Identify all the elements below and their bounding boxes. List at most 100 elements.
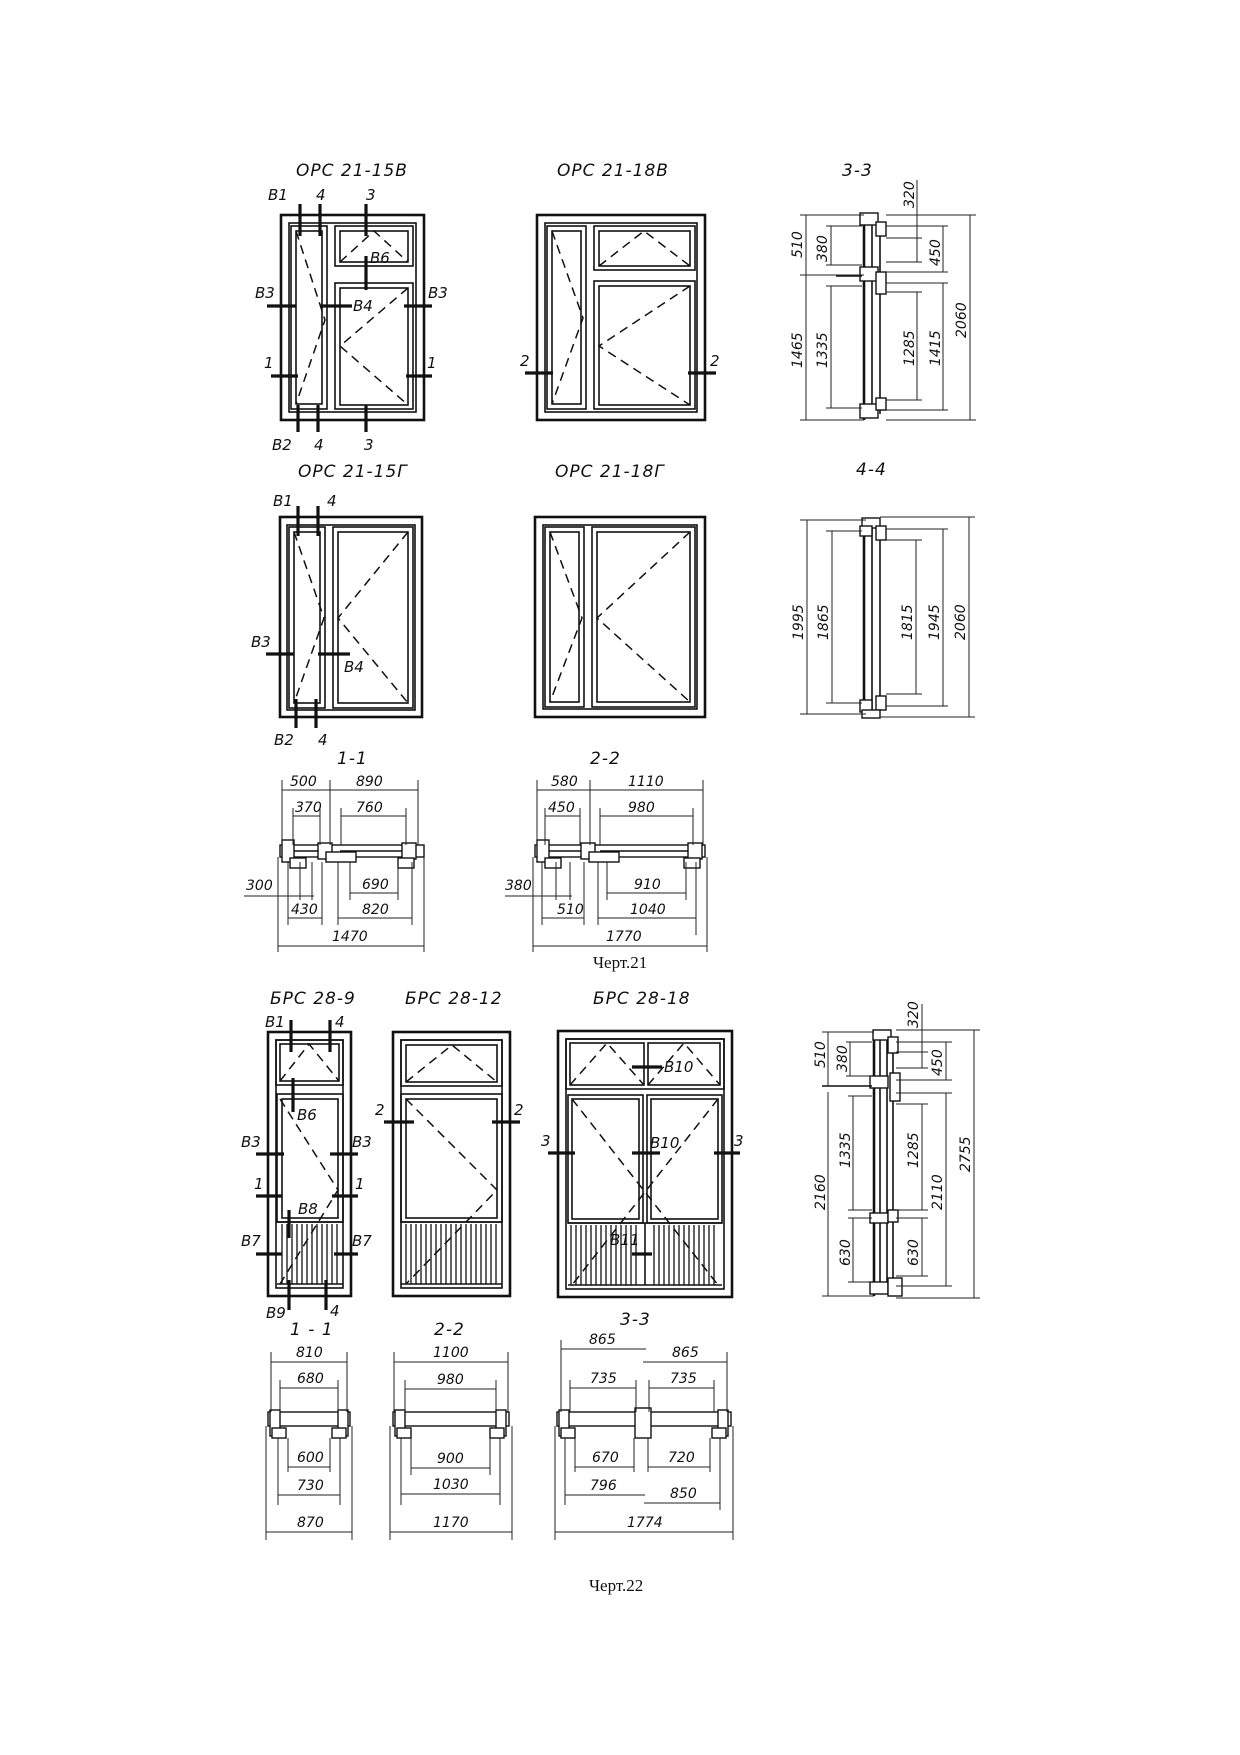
section-title: 4-4 [856,460,887,480]
dim-320: 320 [902,181,918,208]
dim-1170: 1170 [433,1515,469,1531]
dim-450: 450 [928,239,944,266]
window-title: ОРС 21-15В [296,161,408,181]
section-title: 3-3 [842,161,873,181]
dim-1770: 1770 [606,929,642,945]
window-title: ОРС 21-15Г [298,462,408,482]
mark-label: В4 [344,658,364,676]
dim-796: 796 [590,1478,617,1494]
mark-label: В2 [274,731,294,749]
section-3-3-fig22: 3-3 865 865 735 735 670 720 [554,1310,734,1540]
section-title: 3-3 [620,1310,651,1330]
section-1-1-fig22: 1 - 1 810 680 600 730 870 [265,1320,353,1540]
mark-label: 1 [355,1175,365,1193]
panel-hatching [281,1224,338,1284]
dim-450: 450 [548,800,575,816]
dim-450: 450 [930,1049,946,1076]
window-title: ОРС 21-18В [557,161,669,181]
dim-2755: 2755 [958,1136,974,1172]
dim-1110: 1110 [628,774,664,790]
mark-label: В2 [272,436,292,454]
section-title: 1-1 [337,749,368,769]
section-1-1: 1-1 500 890 370 760 [244,749,425,952]
dim-1815: 1815 [900,604,916,640]
dim-1335: 1335 [815,332,831,368]
window-ors21-15g: ОРС 21-15Г В1 4 В3 В4 В2 4 [251,462,424,749]
dim-735-right: 735 [670,1371,697,1387]
dim-850: 850 [670,1486,697,1502]
mark-label: В3 [251,633,271,651]
mark-label: 1 [427,354,437,372]
dim-1470: 1470 [332,929,368,945]
window-ors21-15v: ОРС 21-15В В1 4 3 В6 В3 В4 В3 [255,161,448,454]
dim-1415: 1415 [928,330,944,366]
section-title: 2-2 [434,1320,465,1340]
mark-label: 4 [314,436,324,454]
dim-510: 510 [790,231,806,258]
section-3-3: 3-3 510 380 1465 1335 [790,161,976,421]
dim-510: 510 [813,1041,829,1068]
dim-600: 600 [297,1450,324,1466]
dim-865-left: 865 [589,1332,616,1348]
mark-label: В4 [353,297,373,315]
mark-label: 3 [541,1132,551,1150]
section-title: 2-2 [590,749,621,769]
mark-label: В6 [370,249,390,267]
section-title: 1 - 1 [290,1320,334,1340]
mark-label: 2 [520,352,530,370]
figure-caption-22: Черт.22 [589,1576,644,1595]
mark-label: В6 [297,1106,317,1124]
dim-380: 380 [815,235,831,262]
window-brs28-9: БРС 28-9 В1 4 В6 В3 [241,989,372,1322]
dim-1465: 1465 [790,332,806,368]
dim-670: 670 [592,1450,619,1466]
section-4-4: 4-4 1995 1865 1815 1945 2060 [791,460,975,719]
mark-label: В1 [265,1013,285,1031]
dim-370: 370 [295,800,322,816]
dim-510: 510 [557,902,584,918]
dim-1100: 1100 [433,1345,469,1361]
mark-label: 4 [318,731,328,749]
mark-label: 2 [710,352,720,370]
dim-1285: 1285 [906,1132,922,1168]
dim-870: 870 [297,1515,324,1531]
mark-label: 2 [514,1101,524,1119]
mark-label: В3 [255,284,275,302]
dim-910: 910 [634,877,661,893]
mark-label: 4 [335,1013,345,1031]
window-brs28-12: БРС 28-12 2 2 [375,989,524,1298]
mark-label: В8 [298,1200,318,1218]
window-title: ОРС 21-18Г [555,462,665,482]
mark-label: В1 [268,186,288,204]
mark-label: 4 [327,492,337,510]
dim-1865: 1865 [816,604,832,640]
mark-label: 4 [316,186,326,204]
panel-hatching [570,1225,715,1285]
figure-caption-21: Черт.21 [593,953,648,972]
mark-label: В10 [664,1058,693,1076]
dim-380: 380 [835,1045,851,1072]
dim-760: 760 [356,800,383,816]
dim-2060: 2060 [954,302,970,338]
dim-430: 430 [291,902,318,918]
mark-label: В3 [241,1133,261,1151]
dim-865-right: 865 [672,1345,699,1361]
dim-730: 730 [297,1478,324,1494]
mark-label: 1 [264,354,274,372]
dim-1040: 1040 [630,902,666,918]
dim-680: 680 [297,1371,324,1387]
dim-820: 820 [362,902,389,918]
mark-label: 1 [254,1175,264,1193]
mark-label: В3 [352,1133,372,1151]
mark-label: В9 [266,1304,286,1322]
section-2-2: 2-2 580 1110 450 980 [505,749,708,952]
dim-980: 980 [628,800,655,816]
dim-1945: 1945 [927,604,943,640]
dim-1995: 1995 [791,604,807,640]
window-title: БРС 28-18 [593,989,691,1009]
dim-720: 720 [668,1450,695,1466]
mark-label: В1 [273,492,293,510]
section-2-2-fig22: 2-2 1100 980 900 1030 1170 [389,1320,513,1540]
dim-1774: 1774 [627,1515,663,1531]
